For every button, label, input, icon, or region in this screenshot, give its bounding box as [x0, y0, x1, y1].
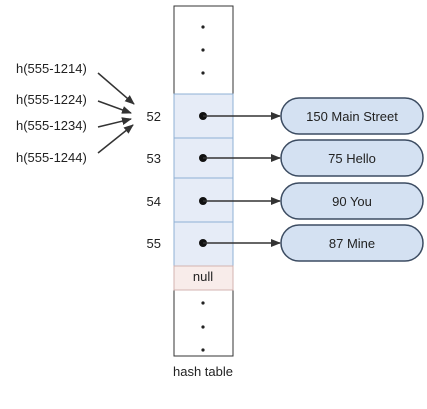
ellipsis-dot [201, 325, 205, 329]
slot-index-label: 55 [146, 236, 161, 251]
node-label: 75 Hello [328, 151, 376, 166]
hash-call-label: h(555-1214) [16, 61, 87, 76]
null-slot [173, 265, 234, 291]
ellipsis-dot [201, 48, 205, 52]
ellipsis-dot [201, 25, 205, 29]
node-label: 150 Main Street [306, 109, 398, 124]
null-label: null [192, 269, 214, 284]
hash-call-label: h(555-1244) [16, 150, 87, 165]
node-box [280, 182, 424, 220]
node-box [280, 224, 424, 262]
slot-index-label: 54 [146, 194, 161, 209]
node-box [280, 97, 424, 135]
node-label: 87 Mine [328, 236, 376, 251]
ellipsis-dot [201, 71, 205, 75]
ellipsis-dot [201, 301, 205, 305]
hash-arrow [97, 100, 132, 114]
ellipsis-dot [201, 348, 205, 352]
hash-arrow [97, 117, 132, 128]
node-label: 90 You [332, 194, 372, 209]
slot-index-label: 53 [146, 151, 161, 166]
hash-arrow [97, 124, 134, 154]
hash-call-label: h(555-1224) [16, 92, 87, 107]
slot-index-label: 52 [146, 109, 161, 124]
hash-call-label: h(555-1234) [16, 118, 87, 133]
table-caption: hash table [173, 364, 233, 379]
node-box [280, 139, 424, 177]
hash-arrow [97, 72, 135, 105]
